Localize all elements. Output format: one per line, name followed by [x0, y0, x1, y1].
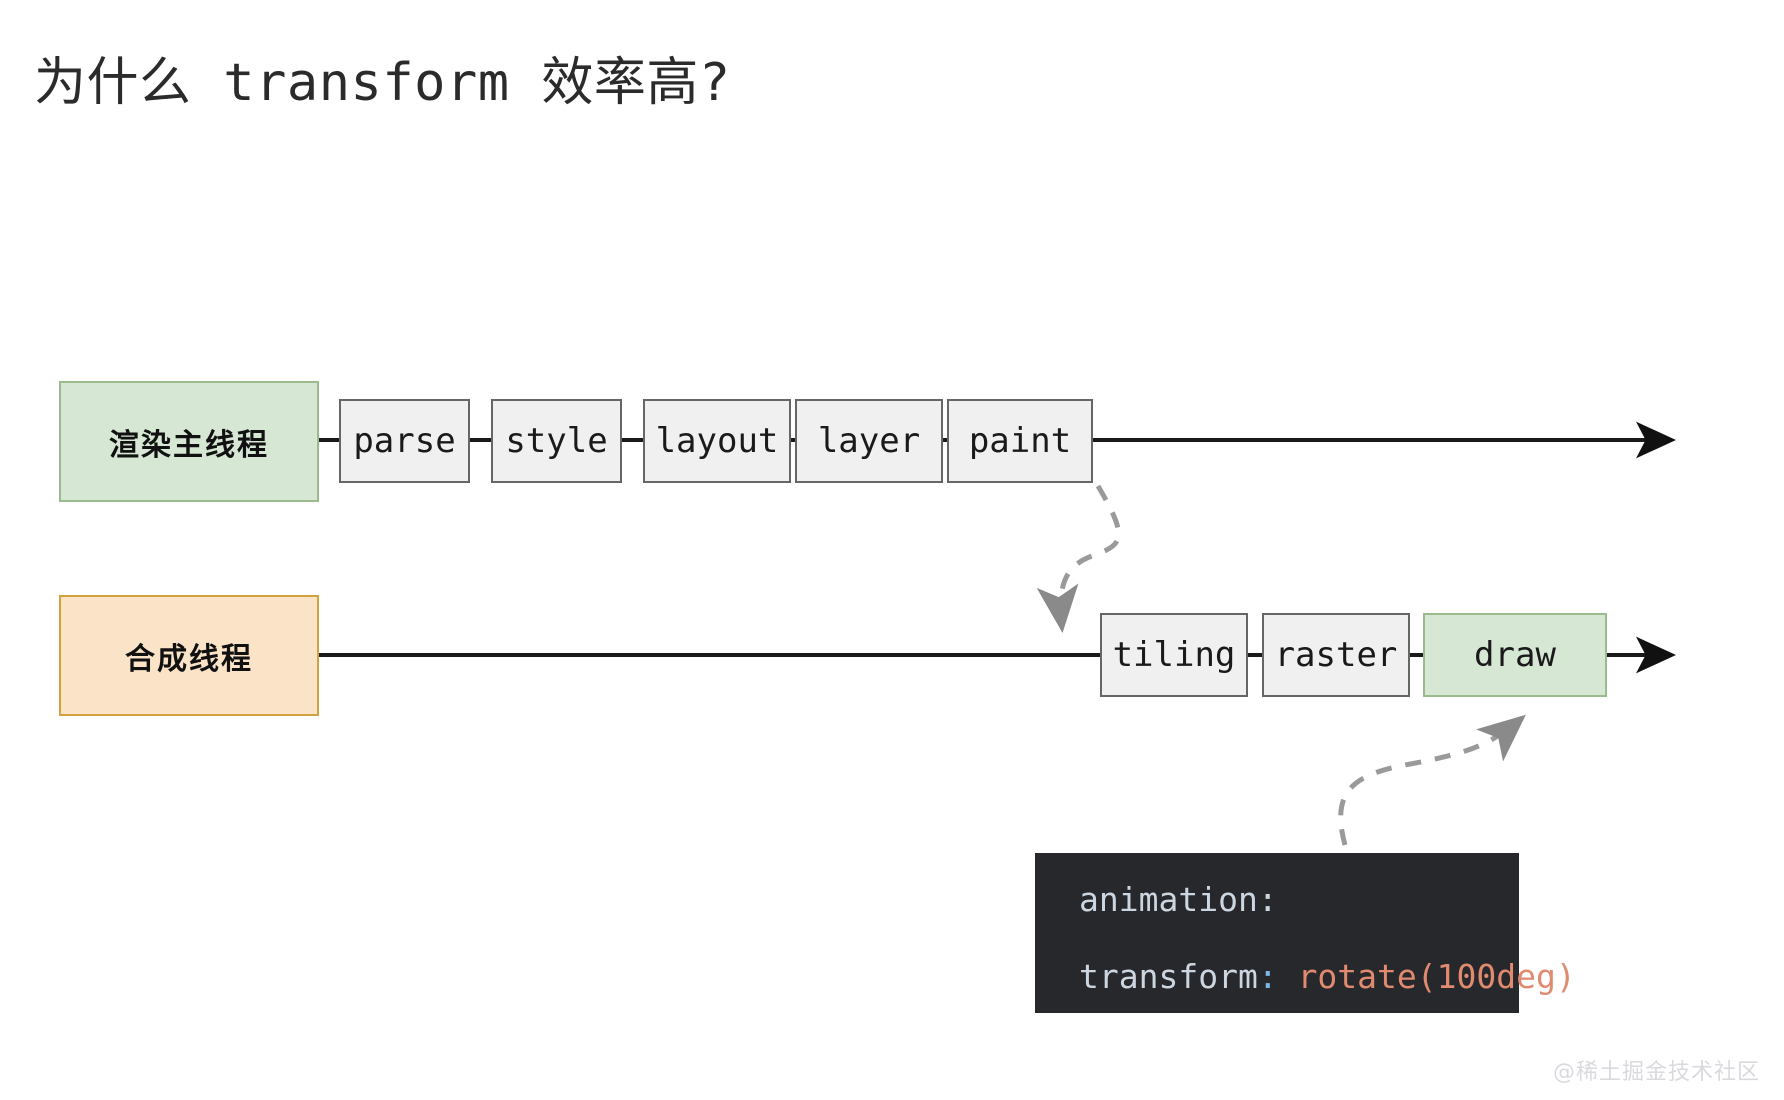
code-token-animation-prop: animation:	[1079, 880, 1278, 919]
page-title: 为什么 transform 效率高?	[34, 53, 731, 113]
code-line-animation: animation:	[1079, 883, 1519, 916]
watermark: @稀土掘金技术社区	[1552, 1060, 1760, 1085]
lane-label-main-thread[interactable]: 渲染主线程	[59, 381, 319, 502]
code-token-rotate-value: rotate(100deg)	[1297, 957, 1576, 996]
stage-style[interactable]: style	[491, 399, 622, 483]
connector-code-to-draw	[1338, 714, 1526, 846]
stage-raster[interactable]: raster	[1262, 613, 1410, 697]
code-line-transform: transform: rotate(100deg)	[1079, 957, 1576, 996]
code-snippet: animation: transform: rotate(100deg)	[1035, 853, 1576, 1013]
stage-tiling[interactable]: tiling	[1100, 613, 1248, 697]
code-token-colon: :	[1257, 957, 1278, 996]
stage-draw[interactable]: draw	[1423, 613, 1607, 697]
stage-parse[interactable]: parse	[339, 399, 470, 483]
connector-paint-to-tiling	[1036, 484, 1122, 633]
stage-paint[interactable]: paint	[947, 399, 1093, 483]
code-token-transform-prop: transform	[1079, 957, 1258, 996]
lane-label-compositor-thread[interactable]: 合成线程	[59, 595, 319, 716]
stage-layout[interactable]: layout	[643, 399, 791, 483]
stage-layer[interactable]: layer	[795, 399, 943, 483]
